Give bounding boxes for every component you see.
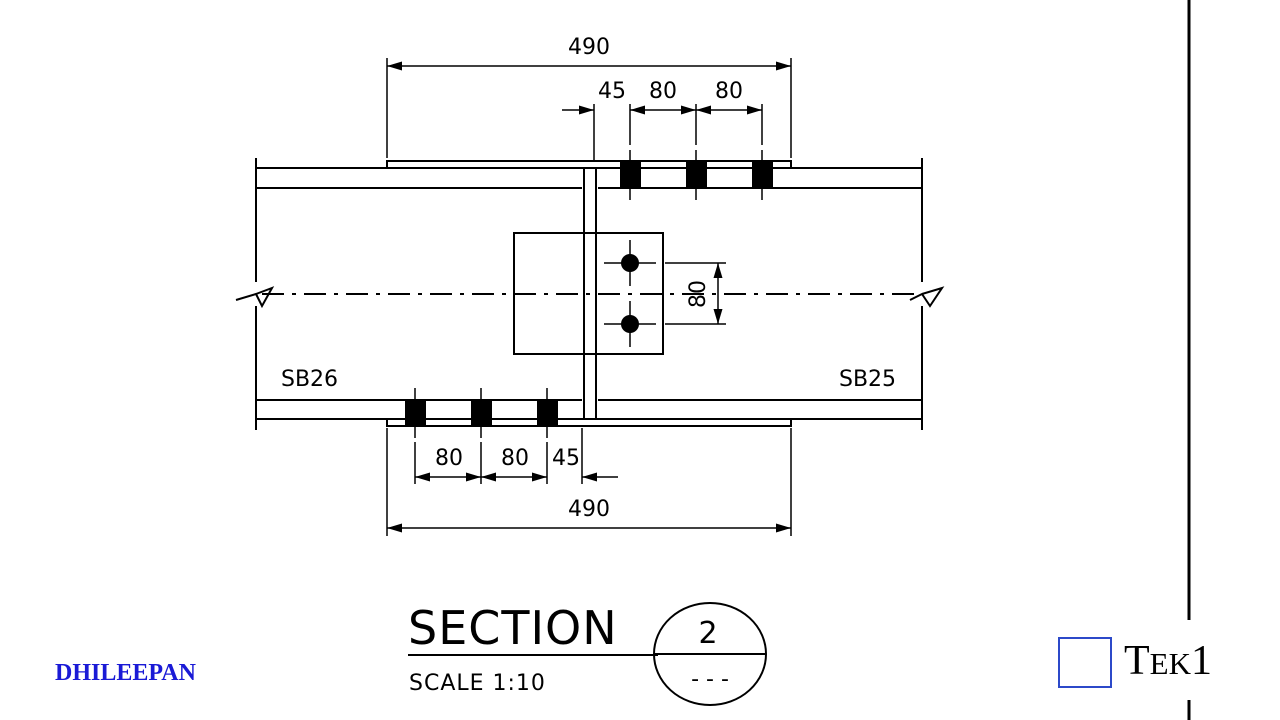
bottom-splice-plate bbox=[386, 418, 792, 427]
bolt-center-marks bbox=[414, 150, 763, 438]
logo-text: TEK1 bbox=[1124, 640, 1212, 682]
dim-bottom-pitch-2: 80 bbox=[501, 446, 529, 471]
logo-text-t: T bbox=[1124, 638, 1150, 684]
top-splice-plate bbox=[386, 160, 792, 169]
vertical-dimension bbox=[665, 262, 726, 325]
section-title: SECTION bbox=[408, 601, 618, 655]
sheet-reference: - - - bbox=[691, 667, 729, 692]
break-line-right bbox=[909, 158, 945, 430]
beam-label-left: SB26 bbox=[281, 367, 338, 392]
dim-bottom-pitch-1: 80 bbox=[435, 446, 463, 471]
logo-text-1: 1 bbox=[1190, 638, 1212, 684]
author-name: DHILEEPAN bbox=[55, 660, 196, 686]
dim-bottom-overall: 490 bbox=[568, 497, 610, 522]
dim-top-pitch-1: 80 bbox=[649, 79, 677, 104]
top-flange bbox=[256, 167, 922, 189]
bottom-flange bbox=[256, 399, 922, 420]
section-bubble bbox=[653, 602, 767, 706]
dim-vertical-pitch: 80 bbox=[686, 280, 711, 308]
web-bolts bbox=[604, 240, 656, 347]
end-plates bbox=[583, 168, 597, 419]
dim-top-overall: 490 bbox=[568, 35, 610, 60]
logo-box bbox=[1058, 637, 1112, 688]
break-line-left bbox=[235, 158, 275, 430]
bottom-dimensions bbox=[386, 428, 792, 536]
hidden-lines bbox=[583, 233, 597, 354]
dim-top-pitch-2: 80 bbox=[715, 79, 743, 104]
top-dimensions bbox=[386, 58, 792, 160]
section-number: 2 bbox=[698, 616, 717, 651]
logo-text-ek: EK bbox=[1149, 646, 1191, 681]
beam-label-right: SB25 bbox=[839, 367, 896, 392]
dim-top-edge: 45 bbox=[598, 79, 626, 104]
dim-bottom-edge: 45 bbox=[552, 446, 580, 471]
scale-label: SCALE 1:10 bbox=[409, 671, 546, 696]
